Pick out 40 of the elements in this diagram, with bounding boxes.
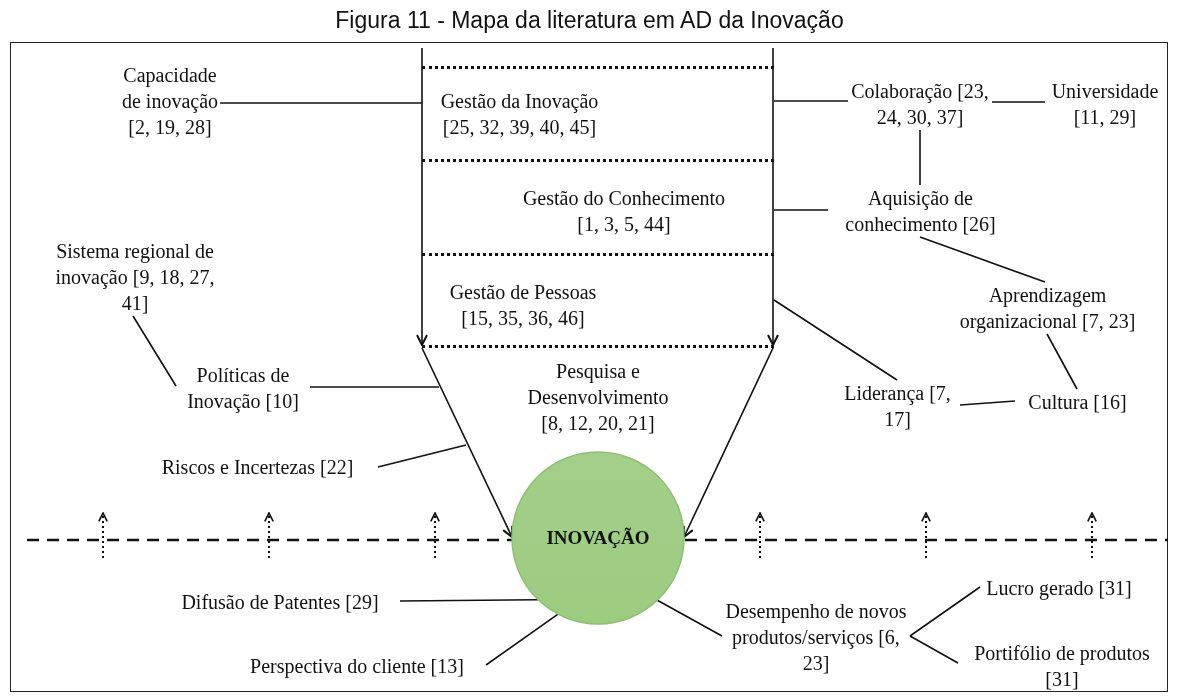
section-label: Gestão da Inovação [25, 32, 39, 40, 45] bbox=[439, 89, 600, 140]
topic-label: Portifólio de produtos [31] bbox=[958, 640, 1166, 692]
leader-line bbox=[132, 315, 177, 387]
topic-label: Aquisição de conhecimento [26] bbox=[828, 185, 1013, 237]
innovation-circle: INOVAÇÃO bbox=[511, 451, 685, 625]
topic-label: Sistema regional de inovação [9, 18, 27, 41] bbox=[40, 238, 230, 316]
arrow bbox=[416, 47, 428, 346]
figure-title: Figura 11 - Mapa da literatura em AD da Inovação bbox=[334, 6, 845, 34]
leader-line bbox=[399, 599, 539, 602]
leader-line bbox=[919, 236, 1046, 283]
leader-line bbox=[309, 386, 440, 388]
leader-line bbox=[485, 613, 559, 666]
topic-label: Aprendizagem organizacional [7, 23] bbox=[940, 282, 1155, 334]
topic-label: Difusão de Patentes [29] bbox=[160, 589, 400, 615]
topic-label: Desempenho de novos produtos/serviços [6, 23] bbox=[722, 598, 910, 676]
leader-line bbox=[773, 209, 829, 211]
leader-line bbox=[219, 102, 423, 104]
leader-line bbox=[909, 635, 959, 664]
leader-line bbox=[909, 586, 981, 637]
leader-line bbox=[959, 400, 1016, 406]
leader-line bbox=[656, 599, 723, 637]
topic-label: Capacidade de inovação [2, 19, 28] bbox=[120, 62, 220, 140]
topic-label: Lucro gerado [31] bbox=[980, 575, 1138, 601]
topic-label: Perspectiva do cliente [13] bbox=[228, 653, 486, 679]
leader-line bbox=[773, 100, 849, 102]
leader-line bbox=[1046, 333, 1078, 390]
topic-label: Liderança [7, 17] bbox=[835, 380, 960, 432]
leader-line bbox=[991, 101, 1046, 103]
section-label: Gestão do Conhecimento [1, 3, 5, 44] bbox=[521, 186, 727, 237]
topic-label: Colaboração [23, 24, 30, 37] bbox=[848, 78, 992, 130]
topic-label: Políticas de Inovação [10] bbox=[176, 362, 310, 414]
section-label: Gestão de Pessoas [15, 35, 36, 46] bbox=[448, 280, 598, 331]
topic-label: Riscos e Incertezas [22] bbox=[135, 454, 380, 480]
topic-label: Universidade [11, 29] bbox=[1045, 78, 1165, 130]
leader-line bbox=[377, 444, 467, 468]
topic-label: Cultura [16] bbox=[1015, 389, 1140, 415]
section-label: Pesquisa e Desenvolvimento [8, 12, 20, 21] bbox=[422, 345, 774, 450]
leader-line bbox=[919, 129, 921, 186]
arrow bbox=[767, 47, 779, 346]
leader-line bbox=[773, 299, 898, 381]
